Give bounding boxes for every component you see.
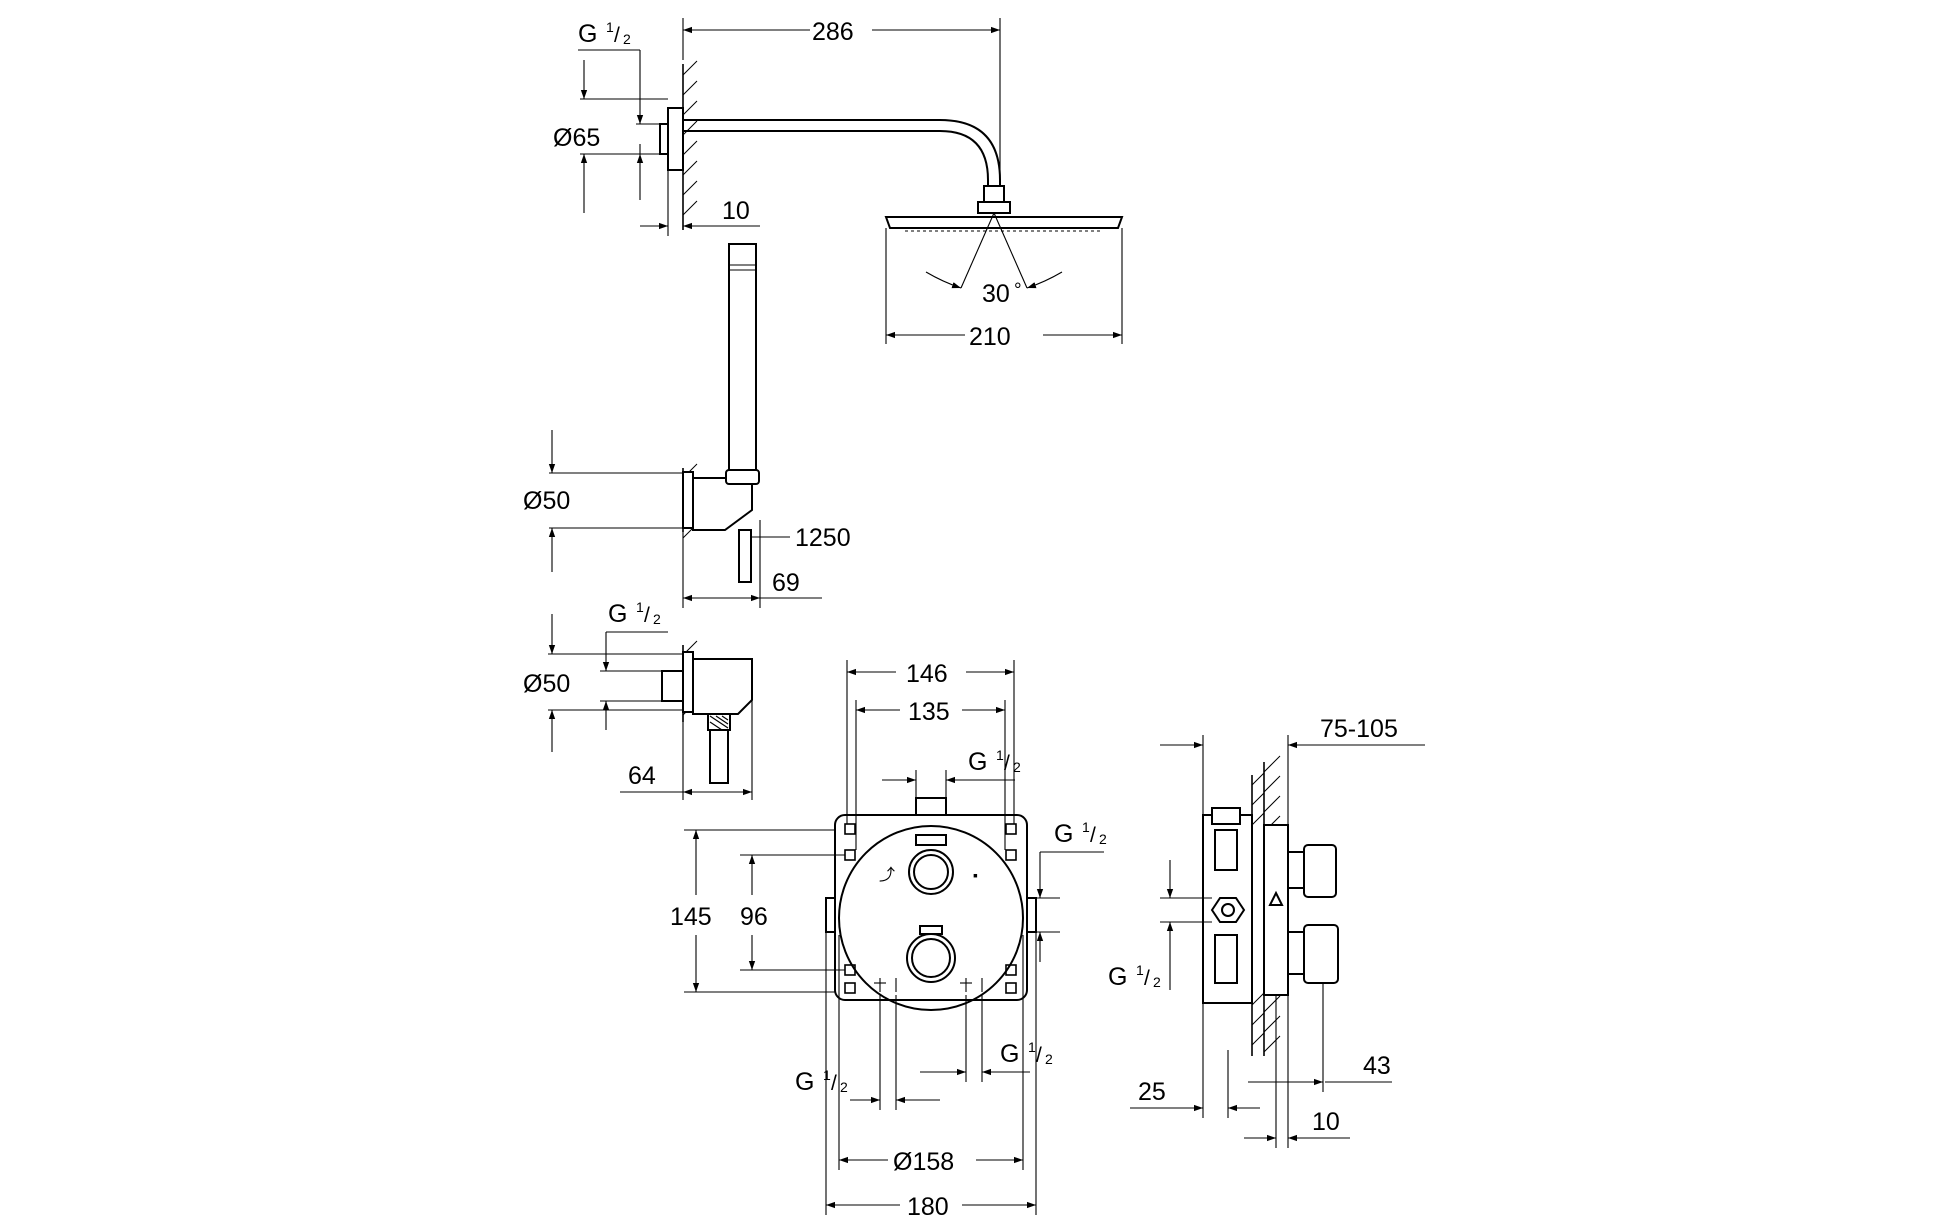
holder-flange-diameter: Ø50 [523, 487, 570, 515]
svg-text:1: 1 [1136, 962, 1144, 978]
head-shower-assembly: 30 ° 286 G 1 / 2 Ø65 10 210 [553, 18, 1124, 351]
plate-width: 180 [907, 1193, 949, 1221]
elbow-flange-diameter: Ø50 [523, 670, 570, 698]
elbow-projection: 64 [628, 762, 656, 790]
side-thread: G [1108, 963, 1127, 991]
hose-length: 1250 [795, 524, 851, 552]
svg-text:/: / [831, 1072, 837, 1095]
svg-text:/: / [614, 24, 620, 47]
svg-text:1: 1 [636, 599, 644, 615]
svg-text:▪: ▪ [973, 867, 978, 883]
side-install-depth: 75-105 [1320, 715, 1398, 743]
concealed-box-side-view: 75-105 G 1 / 2 25 43 10 [1108, 715, 1425, 1148]
svg-text:2: 2 [1153, 974, 1161, 990]
svg-text:⤴: ⤴ [879, 866, 895, 884]
concealed-box-front-view: ⤴ ▪ 146 135 G 1 / 2 G 1 / [670, 660, 1107, 1221]
svg-text:1: 1 [1028, 1039, 1036, 1055]
svg-text:/: / [644, 604, 650, 627]
box-width-outer: 146 [906, 660, 948, 688]
svg-text:1: 1 [606, 19, 614, 35]
side-depth-25: 25 [1138, 1078, 1166, 1106]
head-width: 210 [969, 323, 1011, 351]
head-flange-depth: 10 [722, 197, 750, 225]
svg-text:2: 2 [840, 1079, 848, 1095]
svg-text:2: 2 [1099, 831, 1107, 847]
svg-text:/: / [1004, 752, 1010, 775]
head-flange-diameter: Ø65 [553, 124, 600, 152]
head-arm-length: 286 [812, 18, 854, 46]
svg-text:1: 1 [1082, 819, 1090, 835]
head-tilt-angle-unit: ° [1014, 280, 1022, 301]
head-inlet-thread: G [578, 20, 597, 48]
box-bottom-left-thread: G [795, 1068, 814, 1096]
side-plate-10: 10 [1312, 1108, 1340, 1136]
side-handle-43: 43 [1363, 1052, 1391, 1080]
svg-text:2: 2 [1013, 759, 1021, 775]
box-bottom-right-thread: G [1000, 1040, 1019, 1068]
holder-projection: 69 [772, 569, 800, 597]
wall-outlet-elbow: G 1 / 2 Ø50 64 [523, 599, 753, 800]
svg-text:/: / [1144, 967, 1150, 990]
svg-text:/: / [1036, 1044, 1042, 1067]
box-width-inner: 135 [908, 698, 950, 726]
head-tilt-angle: 30 [982, 280, 1010, 308]
svg-text:1: 1 [996, 747, 1004, 763]
elbow-thread: G [608, 600, 627, 628]
box-top-thread: G [968, 748, 987, 776]
svg-text:1: 1 [823, 1067, 831, 1083]
box-right-thread: G [1054, 820, 1073, 848]
box-inner-height: 96 [740, 903, 768, 931]
hand-shower-assembly: Ø50 1250 69 [523, 243, 851, 608]
svg-text:2: 2 [1045, 1051, 1053, 1067]
svg-text:2: 2 [653, 611, 661, 627]
svg-text:/: / [1090, 824, 1096, 847]
svg-text:2: 2 [623, 31, 631, 47]
plate-diameter: Ø158 [893, 1148, 954, 1176]
box-height: 145 [670, 903, 712, 931]
